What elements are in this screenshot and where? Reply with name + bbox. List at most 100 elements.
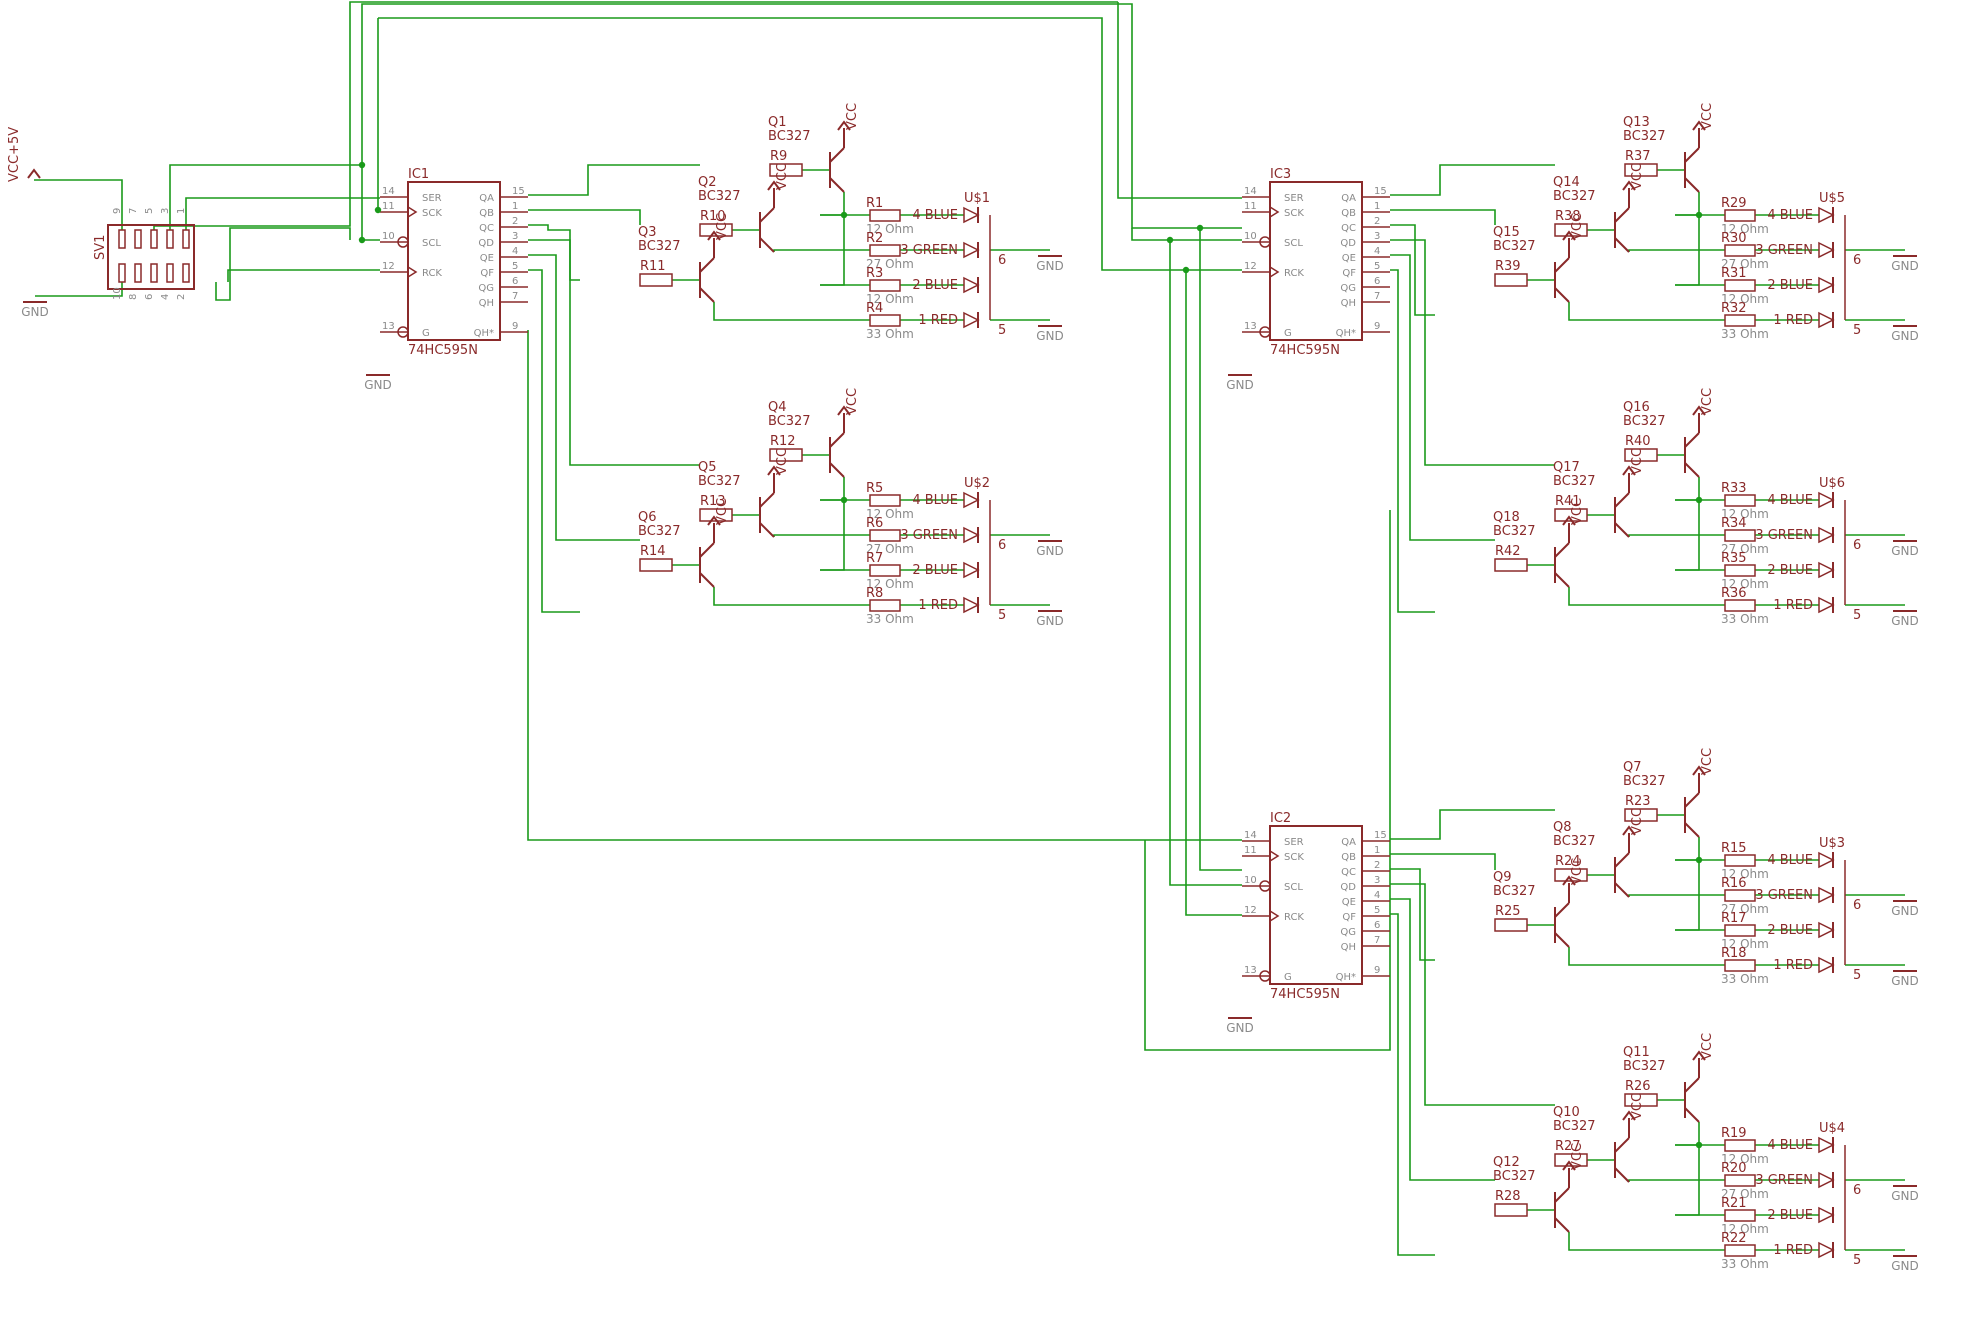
wire (1169, 240, 1242, 886)
ic-pin-label: G (1284, 328, 1292, 339)
base-resistor (1624, 1093, 1658, 1107)
ic-pin-label: QF (1342, 268, 1356, 279)
ic-name: IC3 (1270, 167, 1291, 182)
led-color-label: 1 RED (1773, 313, 1813, 328)
led-color-label: 2 BLUE (1767, 923, 1813, 938)
transistor-collector (759, 522, 775, 538)
ic-pin-number: 12 (1244, 261, 1257, 272)
wires-layer (34, 1, 1905, 1256)
ic-pin-number: 12 (382, 261, 395, 272)
transistor-emitter (1554, 902, 1570, 918)
transistor-name: Q2 (698, 175, 717, 190)
led-color-label: 2 BLUE (1767, 563, 1813, 578)
base-resistor (1624, 448, 1658, 462)
transistor-emitter (699, 257, 715, 273)
led-triangle (963, 491, 980, 509)
ic-pin-label: QH (1341, 942, 1356, 953)
transistor-name: Q13 (1623, 115, 1650, 130)
wire (1675, 837, 1700, 861)
symbols-layer (23, 120, 1917, 1259)
led-resistor (1724, 209, 1756, 222)
connector-pin-bottom (150, 263, 158, 283)
base-resistor-name: R37 (1625, 149, 1651, 164)
clock-marker (1269, 850, 1280, 862)
ic-pin-number: 15 (1374, 830, 1387, 841)
gnd-label: GND (1036, 259, 1064, 273)
ic-pin-label: RCK (1284, 912, 1304, 923)
ic-pin-label: SER (1284, 193, 1304, 204)
vcc-label: VCC (1570, 858, 1585, 885)
connector-pin-number: 3 (160, 208, 171, 214)
resistor-value: 12 Ohm (1721, 507, 1769, 521)
inverted-pin (397, 326, 409, 338)
ic-pin-label: SER (1284, 837, 1304, 848)
led-color-label: 1 RED (918, 598, 958, 613)
led-color-label: 1 RED (1773, 1243, 1813, 1258)
led-resistor-name: R35 (1721, 551, 1747, 566)
wire (377, 18, 380, 211)
ic-pin-label: QE (1342, 253, 1356, 264)
ic-pin-number: 13 (1244, 965, 1257, 976)
wire (34, 179, 123, 230)
led-color-label: 2 BLUE (912, 278, 958, 293)
junction-dot (358, 161, 366, 169)
transistor-name: Q8 (1553, 820, 1572, 835)
gnd-label: GND (1891, 974, 1919, 988)
led-resistor (869, 494, 901, 507)
gnd-label: GND (1036, 544, 1064, 558)
vcc-arrow (1562, 875, 1576, 886)
ic-pin-label: RCK (422, 268, 442, 279)
transistor-model: BC327 (1553, 474, 1596, 489)
vcc-arrow (1562, 230, 1576, 241)
led-resistor (1724, 889, 1756, 902)
ic-pin-number: 2 (1374, 860, 1380, 871)
transistor-model: BC327 (1623, 774, 1666, 789)
led-resistor-name: R21 (1721, 1196, 1747, 1211)
transistor-model: BC327 (1493, 884, 1536, 899)
ic-pin-number: 9 (1374, 965, 1380, 976)
junction-dot (1695, 496, 1703, 504)
led-resistor-name: R3 (866, 266, 883, 281)
resistor-value: 27 Ohm (866, 257, 914, 271)
transistor-collector (1554, 1217, 1570, 1233)
base-resistor-name: R10 (700, 209, 726, 224)
led-resistor-name: R31 (1721, 266, 1747, 281)
led-resistor-name: R1 (866, 196, 883, 211)
transistor-collector (1684, 1107, 1700, 1123)
vcc-arrow (837, 120, 851, 131)
connector-pin-number: 4 (160, 294, 171, 300)
transistor-emitter (1554, 1187, 1570, 1203)
ic-pin-label: QE (1342, 897, 1356, 908)
ic-pin-number: 11 (1244, 845, 1257, 856)
led-resistor (869, 314, 901, 327)
led-resistor (1724, 924, 1756, 937)
clock-marker (1269, 910, 1280, 922)
wire (227, 269, 380, 282)
resistor-value: 33 Ohm (1721, 1257, 1769, 1271)
inverted-pin (1259, 236, 1271, 248)
ic-pin-number: 5 (1374, 905, 1380, 916)
resistor-value: 12 Ohm (1721, 1152, 1769, 1166)
led-pin-number: 6 (1853, 1183, 1861, 1198)
ic-pin-number: 1 (512, 201, 518, 212)
ic-model: 74HC595N (1270, 343, 1340, 358)
transistor-model: BC327 (1623, 414, 1666, 429)
gnd-label: GND (1891, 904, 1919, 918)
led-resistor (1724, 599, 1756, 612)
led-triangle (1818, 956, 1835, 974)
led-triangle (1818, 526, 1835, 544)
resistor-value: 33 Ohm (1721, 612, 1769, 626)
led-resistor (869, 599, 901, 612)
transistor-collector (829, 177, 845, 193)
wire (1390, 898, 1495, 1181)
connector-pin-bottom (182, 263, 190, 283)
ic-pin-number: 14 (382, 186, 395, 197)
led-resistor-name: R5 (866, 481, 883, 496)
transistor-emitter (829, 147, 845, 163)
transistor-name: Q6 (638, 510, 657, 525)
led-triangle (963, 596, 980, 614)
transistor-collector (699, 287, 715, 303)
ic-pin-number: 7 (1374, 935, 1380, 946)
ic-pin-label: SCL (1284, 238, 1303, 249)
transistor-collector (1554, 932, 1570, 948)
